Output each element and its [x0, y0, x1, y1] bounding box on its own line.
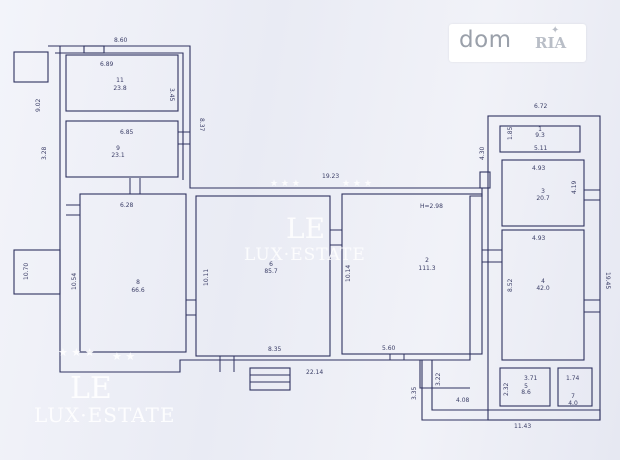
- room-9-area: 23.1: [111, 152, 125, 159]
- lux-estate-logo-corner: LE: [70, 371, 112, 406]
- lux-estate-name: LUX·ESTATE: [244, 245, 366, 265]
- room-3-number: 3: [541, 188, 545, 195]
- room-7-number: 7: [571, 393, 575, 400]
- dim-room1-width: 5.11: [534, 145, 548, 152]
- lux-estate-name-corner: LUX·ESTATE: [34, 403, 175, 427]
- corridor-wall-outer: [421, 360, 601, 421]
- dim-right-wing-height: 19.45: [604, 272, 611, 289]
- dim-room5-depth: 2.32: [503, 382, 510, 396]
- room-6-area: 85.7: [264, 268, 278, 275]
- room-1-area: 9.3: [535, 132, 545, 139]
- room-6-walls: [195, 195, 331, 357]
- annex-top-left: [13, 51, 49, 83]
- dim-corridor-b: 3.35: [411, 386, 418, 400]
- room-1-walls: [499, 125, 581, 153]
- dom-ria-badge: dom ✦ RIA: [449, 24, 586, 62]
- dim-room5-width: 3.71: [524, 375, 538, 382]
- dim-room6-depth: 10.11: [203, 269, 210, 286]
- corridor-wall: [342, 359, 470, 389]
- dim-room11-width: 6.89: [100, 61, 114, 68]
- room-11-area: 23.8: [113, 85, 127, 92]
- dim-total-length: 22.14: [306, 369, 323, 376]
- ceiling-height: H=2.98: [420, 203, 443, 210]
- dim-room4-depth: 8.52: [507, 278, 514, 292]
- dim-room8-depth: 10.54: [71, 273, 78, 290]
- dim-connector: 4.30: [479, 146, 486, 160]
- room-7-walls: [557, 367, 593, 407]
- room-4-area: 42.0: [536, 285, 550, 292]
- dim-room3-depth: 4.19: [571, 180, 578, 194]
- room-5-number: 5: [524, 383, 528, 390]
- dim-room8-width: 6.28: [120, 202, 134, 209]
- dim-room6-width: 8.35: [268, 346, 282, 353]
- ria-logo-text: RIA: [535, 34, 567, 52]
- inner-wall: [55, 52, 184, 180]
- dim-corridor-a: 3.22: [435, 372, 442, 386]
- room-9-walls: [65, 120, 179, 178]
- lux-estate-watermark-center: ★ ★ ★ ★ ★ ★ LE LUX·ESTATE: [244, 179, 372, 265]
- room-5-area: 8.6: [521, 389, 531, 396]
- dim-room11-depth: 3.45: [168, 88, 175, 102]
- dim-annex: 10.70: [23, 263, 30, 280]
- dim-room3-width: 4.93: [532, 165, 546, 172]
- room-8-number: 8: [136, 279, 140, 286]
- room-9-number: 9: [116, 145, 120, 152]
- door-mark: [479, 171, 491, 189]
- dim-room4-width: 4.93: [532, 235, 546, 242]
- dim-left-height: 9.02: [35, 98, 42, 112]
- lux-estate-watermark-corner: ★ ★ ★ ★ ★ LE LUX·ESTATE: [34, 346, 175, 427]
- dim-right-top: 6.72: [534, 103, 548, 110]
- room-3-walls: [501, 159, 585, 227]
- lux-estate-logo: LE: [286, 212, 325, 245]
- dom-ria-logo-text: dom: [459, 27, 512, 53]
- right-wing-outline: [487, 115, 601, 421]
- dim-room9-depth: 3.28: [41, 146, 48, 160]
- dim-room9-width: 6.85: [120, 129, 134, 136]
- dim-room2-width: 5.60: [382, 345, 396, 352]
- dim-room1-depth: 1.85: [507, 126, 514, 140]
- star-icon: ✦: [551, 25, 560, 36]
- annex-mid-left: [13, 249, 61, 295]
- svg-text:★ ★ ★: ★ ★ ★: [342, 179, 372, 189]
- svg-text:★ ★ ★: ★ ★ ★: [270, 179, 300, 189]
- main-wing-outline: [48, 45, 483, 373]
- entrance-steps: [249, 367, 291, 391]
- dim-bottom: 11.43: [514, 423, 531, 430]
- room-2-walls: [341, 193, 483, 355]
- room-8-area: 66.6: [131, 287, 145, 294]
- dim-corridor-c: 4.08: [456, 397, 470, 404]
- window-mark: [83, 45, 105, 54]
- room-11-number: 11: [116, 77, 124, 84]
- dim-corridor-length: 19.23: [322, 173, 339, 180]
- room-6-number: 6: [269, 261, 273, 268]
- svg-text:★ ★ ★: ★ ★ ★: [58, 346, 95, 359]
- room-11-walls: [65, 54, 179, 112]
- room-4-number: 4: [541, 278, 545, 285]
- dim-room2-depth: 10.14: [345, 265, 352, 282]
- dim-top: 8.60: [114, 37, 128, 44]
- dim-right-height: 8.37: [198, 118, 205, 132]
- room-5-walls: [499, 367, 551, 407]
- dim-room7-width: 1.74: [566, 375, 580, 382]
- svg-text:★ ★: ★ ★: [112, 350, 135, 363]
- room-7-area: 4.0: [568, 400, 578, 407]
- room-1-number: 1: [538, 126, 542, 133]
- room-4-walls: [501, 229, 585, 361]
- room-2-area: 111.3: [418, 265, 435, 272]
- room-3-area: 20.7: [536, 195, 550, 202]
- room-2-number: 2: [425, 257, 429, 264]
- room-8-walls: [79, 193, 187, 353]
